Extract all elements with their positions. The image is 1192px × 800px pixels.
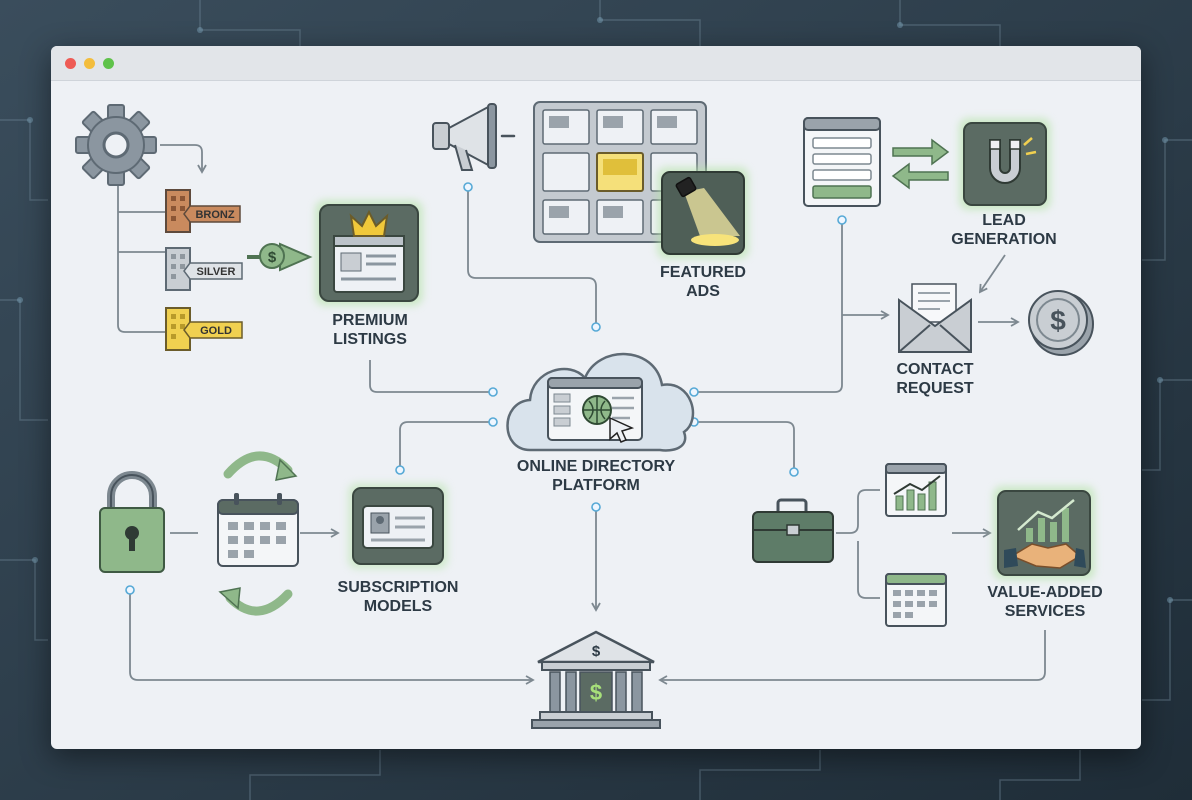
gear-icon — [75, 104, 157, 186]
tier-bronze: BRONZ — [165, 189, 241, 233]
padlock-icon — [99, 471, 165, 573]
growth-chart-icon — [885, 463, 947, 517]
megaphone-icon — [432, 103, 516, 171]
premium-label-1: PREMIUM — [332, 312, 408, 329]
value-label-1: VALUE-ADDED — [987, 584, 1102, 601]
premium-listings-node[interactable] — [315, 200, 423, 306]
value-label-2: SERVICES — [1005, 603, 1086, 620]
premium-label-2: LISTINGS — [333, 331, 407, 348]
spotlight-icon — [675, 176, 697, 198]
close-button[interactable] — [65, 58, 76, 69]
lead-label-1: LEAD — [982, 212, 1026, 229]
maximize-button[interactable] — [103, 58, 114, 69]
svg-text:$: $ — [592, 643, 601, 660]
envelope-icon — [898, 298, 972, 353]
connector-lead-to-contact — [978, 254, 1006, 294]
handshake-icon — [1010, 543, 1082, 569]
swap-arrows-icon — [891, 138, 950, 190]
connector-dots — [125, 182, 847, 595]
featured-ads-node[interactable] — [657, 167, 749, 259]
window-titlebar — [51, 46, 1141, 81]
contact-label-2: REQUEST — [896, 380, 974, 397]
subscription-label-2: MODELS — [364, 598, 433, 615]
calendar-small-icon — [885, 573, 947, 627]
connector-megaphone-to-platform — [467, 190, 597, 325]
platform-label-2: PLATFORM — [552, 477, 640, 494]
tier-bronze-label: BRONZ — [195, 209, 234, 221]
minimize-button[interactable] — [84, 58, 95, 69]
svg-text:$: $ — [1050, 305, 1066, 336]
svg-text:$: $ — [590, 680, 602, 705]
svg-text:$: $ — [268, 249, 277, 266]
contact-label-1: CONTACT — [896, 361, 973, 378]
connector-briefcase-branch — [836, 489, 880, 599]
cursor-icon — [609, 416, 635, 443]
connector-premium-to-platform — [369, 360, 490, 393]
tier-gold-label: GOLD — [200, 325, 232, 337]
bank-icon: $ $ — [531, 630, 661, 729]
crown-icon — [349, 209, 389, 237]
platform-node[interactable] — [506, 352, 695, 452]
magnet-icon — [989, 139, 1021, 184]
contact-request-node[interactable] — [898, 283, 972, 353]
lead-generation-node[interactable] — [959, 118, 1051, 210]
connector-platform-to-briefcase — [697, 421, 795, 472]
subscription-models-node[interactable] — [348, 483, 448, 569]
value-added-services-node[interactable] — [993, 486, 1095, 580]
lead-label-2: GENERATION — [951, 231, 1056, 248]
connectors — [117, 144, 1046, 685]
tier-gold: GOLD — [165, 307, 243, 351]
featured-label-2: ADS — [686, 283, 720, 300]
connector-form-to-platform — [697, 222, 843, 393]
platform-label-1: ONLINE DIRECTORY — [517, 458, 676, 475]
form-window-icon — [803, 117, 881, 207]
dollar-arrow-icon: $ — [247, 242, 313, 272]
calendar-cycle-icon — [217, 451, 299, 616]
subscription-label-1: SUBSCRIPTION — [338, 579, 459, 596]
connector-platform-to-subscription — [399, 421, 490, 470]
tier-silver: SILVER — [165, 247, 243, 291]
briefcase-icon — [752, 498, 834, 563]
connector-lock-to-bank — [129, 592, 535, 685]
featured-label-1: FEATURED — [660, 264, 746, 281]
connector-tier-bracket — [117, 175, 165, 333]
connector-value-to-bank — [658, 630, 1046, 685]
tier-silver-label: SILVER — [197, 266, 236, 278]
coin-icon: $ — [1028, 290, 1094, 356]
connector-gear-to-tiers — [160, 144, 207, 174]
